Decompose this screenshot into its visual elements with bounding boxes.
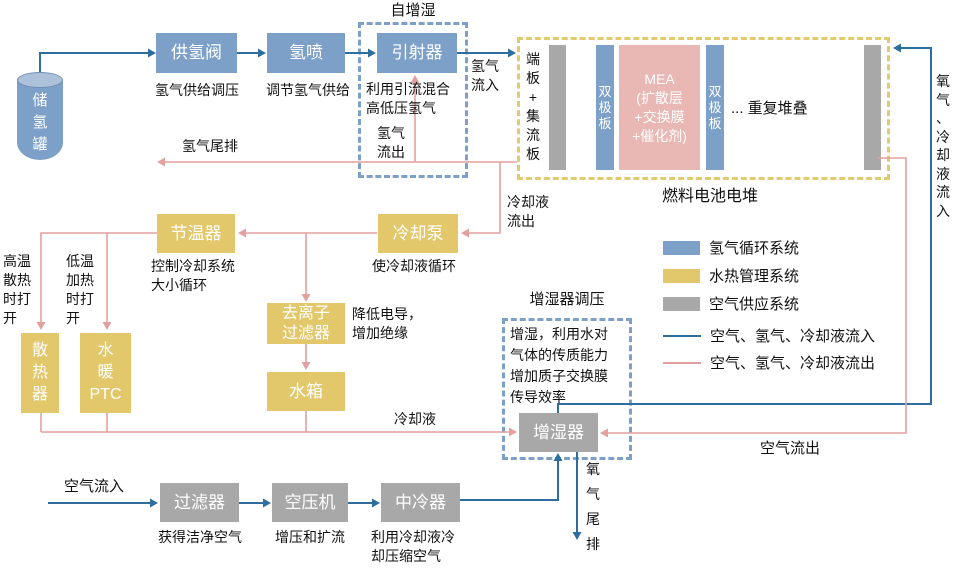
legend-swatch-air xyxy=(663,296,700,311)
legend-line-flow-in xyxy=(663,334,701,337)
inflow-lines xyxy=(39,47,932,532)
hydrogen-tank-label: 储 氢 罐 xyxy=(32,92,48,153)
legend-line-flow-out xyxy=(663,361,701,364)
hydrogen-injector-caption: 调节氢气供给 xyxy=(266,82,350,98)
thermostat-caption: 控制冷却系统 大小循环 xyxy=(151,258,235,293)
humidifier-group-title: 增湿器调压 xyxy=(529,291,605,308)
end-plate-bar xyxy=(549,45,566,170)
legend-item-hydrogen: 氢气循环系统 xyxy=(663,237,799,258)
deionizer-caption: 降低电导， 增加绝缘 xyxy=(352,306,422,341)
fuel-cell-stack-title: 燃料电池电堆 xyxy=(661,188,758,205)
humidifier-desc: 增湿，利用水对 气体的传质能力 增加质子交换膜 传导效率 xyxy=(510,326,608,405)
fuel-cell-stack-group xyxy=(517,37,890,180)
legend-label-air: 空气供应系统 xyxy=(709,296,800,313)
bipolar-plate-right-bar: 双 极 板 xyxy=(706,45,724,170)
hydrogen-injector-box: 氢喷 xyxy=(267,33,345,73)
legend-item-flow-out: 空气、氢气、冷却液流出 xyxy=(663,352,875,373)
heater-ptc-box: 水 暖 PTC xyxy=(80,333,131,413)
intercooler-caption: 利用冷却液冷 却压缩空气 xyxy=(371,529,455,564)
ejector-box: 引射器 xyxy=(377,33,457,73)
supply-valve-box: 供氢阀 xyxy=(156,33,237,73)
self-humidification-title: 自增湿 xyxy=(390,2,436,19)
heater-ptc-note: 低温 加热 时打 开 xyxy=(66,253,94,326)
stack-right-end-bar xyxy=(864,45,881,170)
radiator-note: 高温 散热 时打 开 xyxy=(3,253,31,326)
thermostat-box: 节温器 xyxy=(157,214,235,253)
air-outflow-label: 空气流出 xyxy=(760,440,821,457)
coolant-outflow-label: 冷却液 流出 xyxy=(507,194,549,229)
inflow-arrowheads xyxy=(148,43,901,540)
deionizer-box: 去离子 过滤器 xyxy=(267,303,345,344)
outflow-arrowheads xyxy=(36,75,608,438)
bipolar-plate-left-bar: 双 极 板 xyxy=(596,45,614,170)
coolant-pump-box: 冷却泵 xyxy=(378,214,458,253)
hydrogen-tank-cap xyxy=(17,72,63,88)
ejector-caption: 利用引流混合 高低压氢气 xyxy=(366,81,450,116)
legend-item-thermal: 水热管理系统 xyxy=(663,265,799,286)
legend-label-flow-in: 空气、氢气、冷却液流入 xyxy=(710,328,876,345)
hydrogen-tank xyxy=(17,80,63,160)
air-filter-caption: 获得洁净空气 xyxy=(158,529,242,545)
mea-box: MEA (扩散层 +交换膜 +催化剂) xyxy=(619,45,700,170)
self-humidification-group xyxy=(358,22,468,178)
air-filter-box: 过滤器 xyxy=(160,483,239,522)
coolant-pump-caption: 使冷却液循环 xyxy=(372,258,456,274)
o2-coolant-inflow-label: 氧 气 、 冷 却 液 流 入 xyxy=(936,73,950,219)
bipolar-plate-right-label: 双 极 板 xyxy=(708,83,722,131)
humidifier-group xyxy=(502,318,632,460)
water-tank-box: 水箱 xyxy=(267,372,345,411)
legend-item-air: 空气供应系统 xyxy=(663,293,799,314)
intercooler-box: 中冷器 xyxy=(381,483,460,522)
legend-swatch-thermal xyxy=(663,268,700,283)
bipolar-plate-left-label: 双 极 板 xyxy=(598,83,612,131)
h2-inflow-label: 氢气 流入 xyxy=(471,58,499,93)
stack-repeat-note: ... 重复堆叠 xyxy=(731,100,808,117)
coolant-line-label: 冷却液 xyxy=(394,411,436,427)
legend-swatch-hydrogen xyxy=(663,240,700,255)
radiator-box: 散 热 器 xyxy=(21,333,59,413)
humidifier-box: 增湿器 xyxy=(519,413,598,452)
legend-label-flow-out: 空气、氢气、冷却液流出 xyxy=(710,355,876,372)
air-compressor-box: 空压机 xyxy=(272,483,348,522)
supply-valve-caption: 氢气供给调压 xyxy=(155,82,239,98)
air-compressor-caption: 增压和扩流 xyxy=(275,529,345,545)
legend-label-hydrogen: 氢气循环系统 xyxy=(709,240,800,257)
legend-label-thermal: 水热管理系统 xyxy=(709,268,800,285)
legend-item-flow-in: 空气、氢气、冷却液流入 xyxy=(663,325,875,346)
o2-tail-exhaust-label: 氧 气 尾 排 xyxy=(586,461,600,552)
h2-recirculation-label: 氢气 流出 xyxy=(377,125,405,160)
air-inflow-label: 空气流入 xyxy=(64,478,125,495)
outflow-lines xyxy=(40,83,907,434)
h2-tail-exhaust-label: 氢气尾排 xyxy=(182,138,238,154)
end-plate-label: 端 板 + 集 流 板 xyxy=(526,51,540,162)
